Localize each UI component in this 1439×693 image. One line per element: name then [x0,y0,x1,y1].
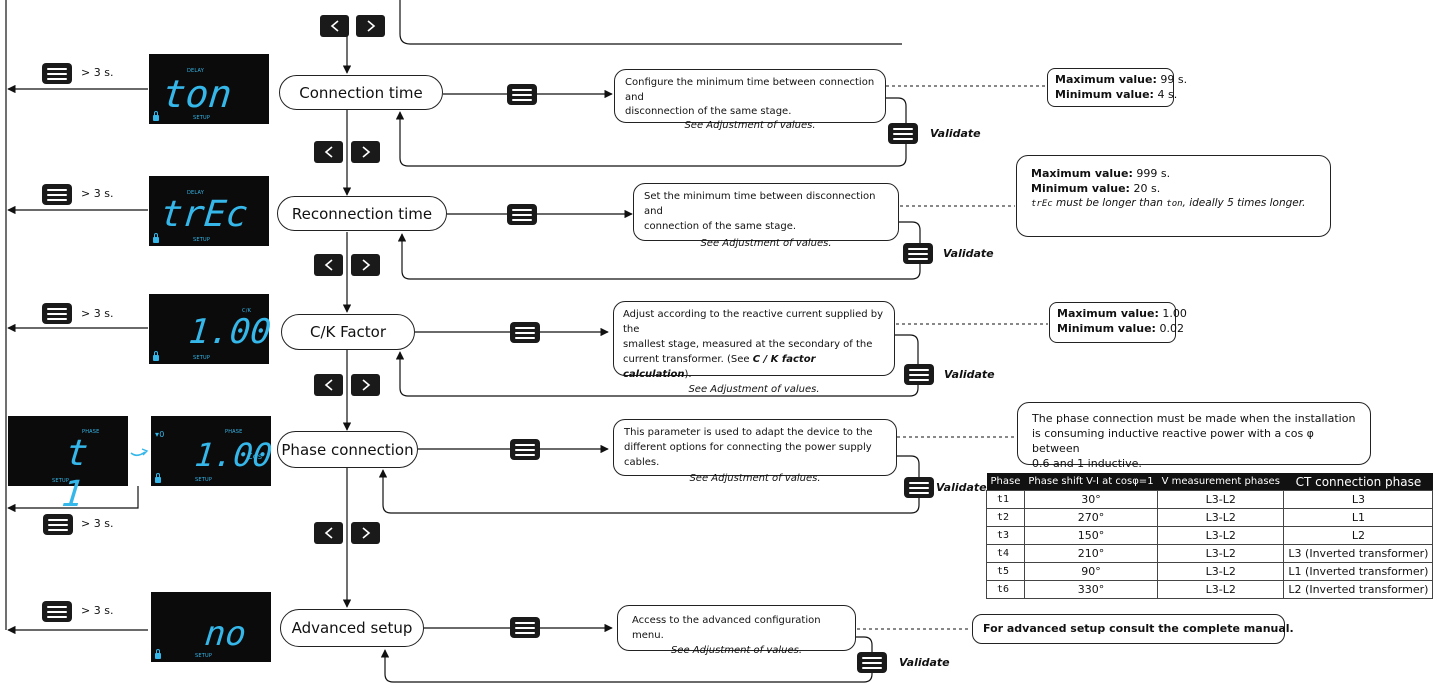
validate-key[interactable] [904,364,934,385]
phase-table: Phase Phase shift V-I at cosφ=1 V measur… [986,473,1434,599]
menu-key[interactable] [42,63,72,84]
chevron-left-icon [324,259,333,271]
phase-table-header: Phase Phase shift V-I at cosφ=1 V measur… [986,473,1433,491]
validate-label: Validate [899,656,950,669]
connection-time-description: Configure the minimum time between conne… [614,69,886,131]
lcd-display-cos: ▾0 PHASE 1.00 Cos SETUP [151,416,274,486]
advanced-setup-note: For advanced setup consult the complete … [972,614,1294,644]
lcd-display-ton: DELAY ton SETUP [149,54,269,124]
chevron-right-icon [361,146,370,158]
lock-icon [155,649,161,659]
chevron-left-icon [324,379,333,391]
hold-duration: > 3 s. [81,66,114,79]
chevron-left-icon [324,146,333,158]
menu-key[interactable] [507,204,537,225]
menu-key[interactable] [510,617,540,638]
menu-key[interactable] [510,439,540,460]
advanced-setup-node[interactable]: Advanced setup [280,609,424,647]
left-arrow-key[interactable] [314,254,343,276]
left-arrow-key[interactable] [314,374,343,396]
lcd-display-ck: C/K 1.00 SETUP [149,294,273,364]
lcd-display-trec: DELAY trEc SETUP [149,176,269,246]
cycle-arrow-icon [130,448,149,457]
chevron-right-icon [366,20,375,32]
lock-icon [153,233,159,243]
validate-key[interactable] [903,243,933,264]
chevron-left-icon [330,20,339,32]
connection-time-limits: Maximum value: 99 s. Minimum value: 4 s. [1047,68,1187,107]
right-arrow-key[interactable] [351,141,380,163]
phase-connection-description: This parameter is used to adapt the devi… [613,419,897,484]
right-arrow-key[interactable] [356,15,385,37]
phase-connection-note: The phase connection must be made when t… [1017,402,1371,470]
chevron-right-icon [361,527,370,539]
validate-key[interactable] [857,652,887,673]
connection-time-node[interactable]: Connection time [279,75,443,110]
lcd-display-no: no SETUP [151,592,271,662]
validate-label: Validate [936,481,987,494]
lock-icon [155,473,161,483]
chevron-right-icon [361,379,370,391]
ck-factor-node[interactable]: C/K Factor [281,314,415,350]
left-arrow-key[interactable] [320,15,349,37]
validate-key[interactable] [888,123,918,144]
lcd-display-t1: PHASE t 1 SETUP [8,416,128,515]
reconnection-time-limits: Maximum value: 999 s. Minimum value: 20 … [1016,155,1331,237]
lock-icon [153,351,159,361]
validate-key[interactable] [904,477,934,498]
menu-key[interactable] [510,322,540,343]
reconnection-time-description: Set the minimum time between disconnecti… [633,183,899,249]
chevron-left-icon [324,527,333,539]
menu-key[interactable] [507,84,537,105]
left-arrow-key[interactable] [314,141,343,163]
menu-key[interactable] [43,514,73,535]
validate-label: Validate [943,247,994,260]
advanced-setup-description: Access to the advanced configuration men… [617,605,856,656]
hold-duration: > 3 s. [81,517,114,530]
validate-label: Validate [944,368,995,381]
right-arrow-key[interactable] [351,374,380,396]
ck-factor-limits: Maximum value: 1.00 Minimum value: 0.02 [1049,302,1187,343]
hold-duration: > 3 s. [81,187,114,200]
lock-icon [153,111,159,121]
chevron-right-icon [361,259,370,271]
right-arrow-key[interactable] [351,254,380,276]
reconnection-time-node[interactable]: Reconnection time [277,196,447,231]
ck-factor-description: Adjust according to the reactive current… [613,301,895,395]
left-arrow-key[interactable] [314,522,343,544]
phase-connection-node[interactable]: Phase connection [277,431,418,468]
menu-key[interactable] [42,184,72,205]
right-arrow-key[interactable] [351,522,380,544]
menu-key[interactable] [42,303,72,324]
phase-indicator-icon: ▾0 [155,430,165,439]
menu-key[interactable] [42,601,72,622]
hold-duration: > 3 s. [81,604,114,617]
hold-duration: > 3 s. [81,307,114,320]
validate-label: Validate [930,127,981,140]
